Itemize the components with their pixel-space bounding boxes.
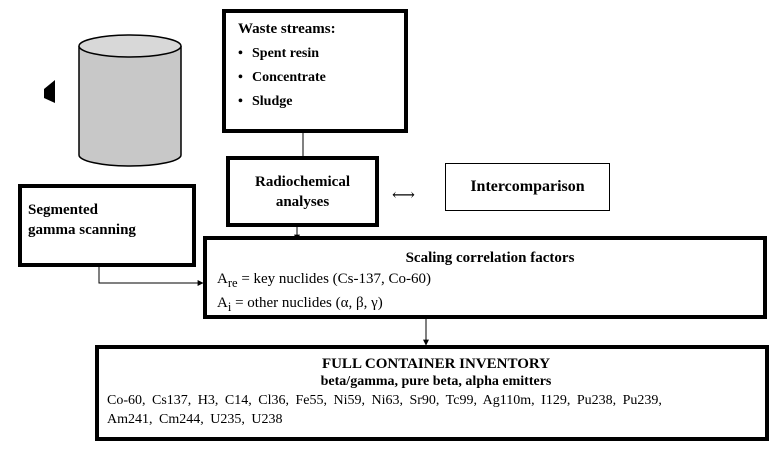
scaling-factors-box: Scaling correlation factors Are = key nu… bbox=[203, 236, 767, 319]
gamma-scanning-box: Segmented gamma scanning bbox=[18, 184, 196, 267]
waste-streams-list: •Spent resin •Concentrate •Sludge bbox=[238, 42, 404, 114]
radiochemical-label: Radiochemical bbox=[255, 173, 350, 190]
list-item: •Concentrate bbox=[238, 66, 404, 90]
bullet-icon: • bbox=[238, 94, 243, 109]
key-nuclides-line: Are = key nuclides (Cs-137, Co-60) bbox=[217, 271, 431, 290]
segmented-label: Segmented bbox=[28, 202, 98, 218]
other-nuclides-line: Ai = other nuclides (α, β, γ) bbox=[217, 295, 383, 314]
scaling-title: Scaling correlation factors bbox=[405, 250, 575, 266]
nuclide-list-line-2: Am241, Cm244, U235, U238 bbox=[107, 412, 283, 427]
drum-handle-icon bbox=[44, 80, 55, 103]
bullet-icon: • bbox=[238, 70, 243, 85]
bullet-icon: • bbox=[238, 46, 243, 61]
waste-streams-title: Waste streams: bbox=[238, 21, 336, 37]
list-item: •Sludge bbox=[238, 90, 404, 114]
inventory-title: FULL CONTAINER INVENTORY bbox=[321, 356, 551, 372]
double-arrow-icon: ⟷ bbox=[392, 187, 415, 204]
radiochemical-analyses-box: Radiochemical analyses bbox=[226, 156, 379, 227]
inventory-subtitle: beta/gamma, pure beta, alpha emitters bbox=[320, 374, 552, 389]
waste-drum-icon bbox=[78, 34, 182, 167]
intercomparison-box: Intercomparison bbox=[445, 163, 610, 211]
nuclide-list-line-1: Co-60, Cs137, H3, C14, Cl36, Fe55, Ni59,… bbox=[107, 393, 662, 408]
container-inventory-box: FULL CONTAINER INVENTORY beta/gamma, pur… bbox=[95, 345, 769, 441]
list-item: •Spent resin bbox=[238, 42, 404, 66]
waste-streams-box: Waste streams: •Spent resin •Concentrate… bbox=[222, 9, 408, 133]
intercomparison-label: Intercomparison bbox=[470, 178, 585, 195]
gamma-scanning-label: gamma scanning bbox=[28, 222, 136, 238]
analyses-label: analyses bbox=[275, 193, 330, 210]
